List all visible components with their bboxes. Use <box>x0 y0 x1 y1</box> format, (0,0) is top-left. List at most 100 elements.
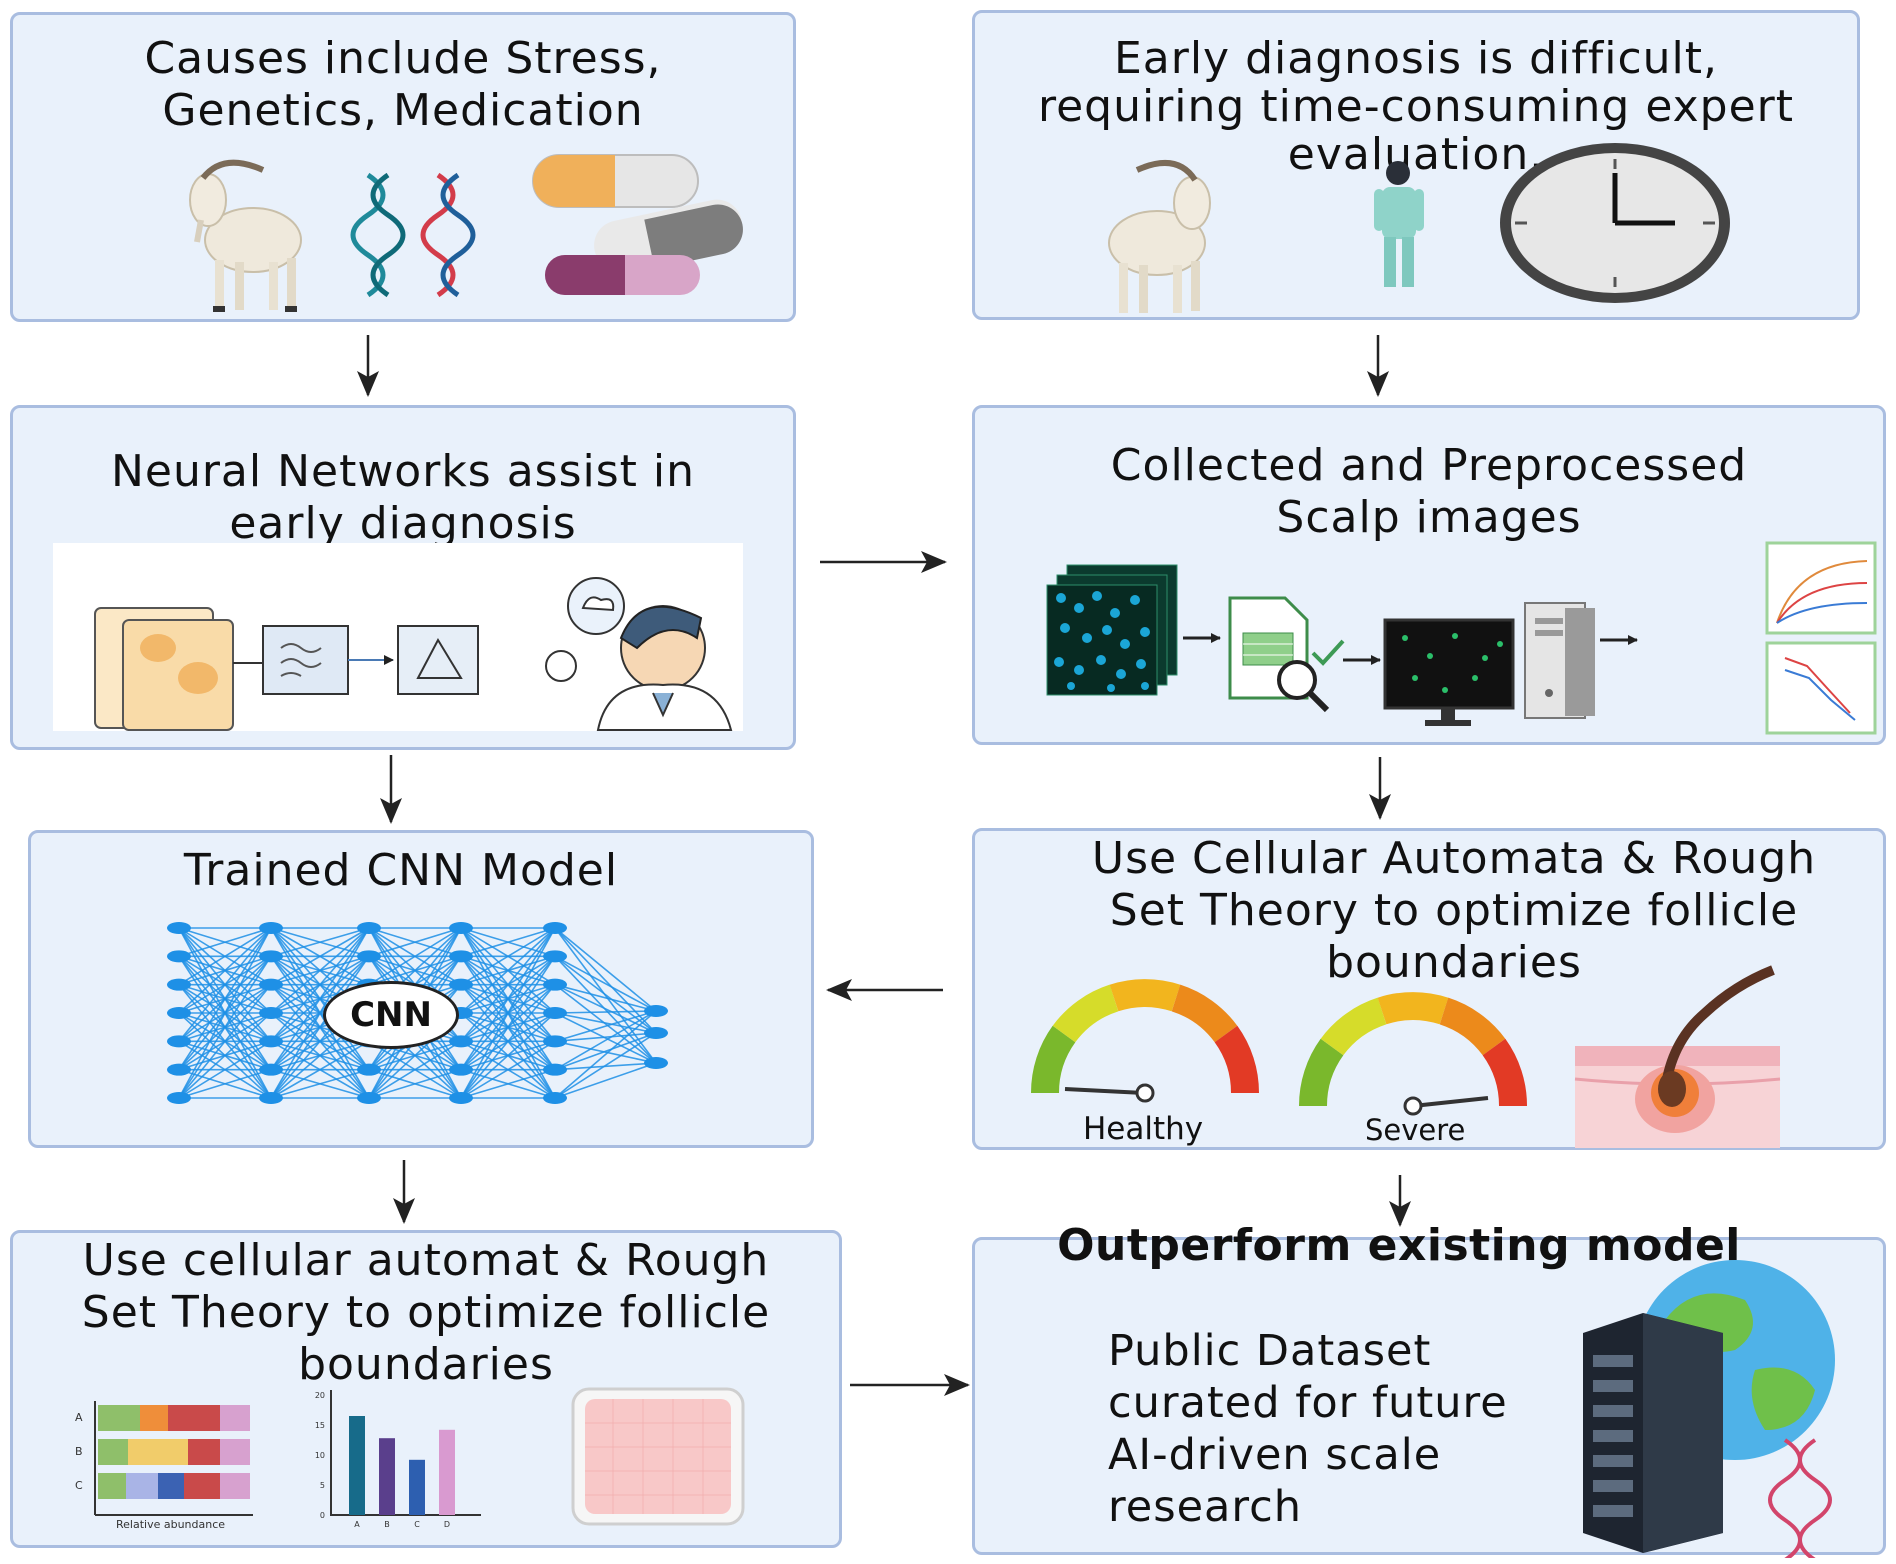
cellular-automata-box: Use Cellular Automata & Rough Set Theory… <box>972 828 1886 1150</box>
cnn-node <box>449 1092 473 1104</box>
outperform-box: Outperform existing model Public Dataset… <box>972 1220 1886 1558</box>
cnn-connection <box>178 927 272 1042</box>
cnn-connection <box>270 1040 370 1099</box>
cnn-label: CNN <box>323 981 459 1049</box>
cnn-node <box>543 1007 567 1019</box>
cellular-automata-title: Use Cellular Automata & Rough Set Theory… <box>1091 833 1817 988</box>
stacked-abundance-chart <box>94 1401 253 1516</box>
cnn-connection <box>178 1040 272 1099</box>
dataset-line-4: research <box>1108 1482 1303 1532</box>
bar-chart-ytick: 5 <box>320 1481 325 1490</box>
petri-dish-icon <box>571 1387 745 1526</box>
cnn-connection <box>554 955 657 1034</box>
goat-icon <box>189 159 302 312</box>
dataset-illustration <box>1583 1260 1835 1558</box>
cnn-connection <box>460 955 556 1099</box>
bar-chart-ytick: 0 <box>320 1511 325 1520</box>
cnn-connection <box>460 927 556 1071</box>
causes-title: Causes include Stress, Genetics, Medicat… <box>144 33 662 136</box>
cnn-connection <box>554 1032 657 1043</box>
cnn-connection <box>270 1068 370 1099</box>
cnn-node <box>543 950 567 963</box>
cnn-node <box>167 978 191 991</box>
pill-icon <box>532 154 743 295</box>
stacked-row-c <box>98 1473 250 1499</box>
dataset-line-2: curated for future <box>1108 1378 1508 1428</box>
bar-chart-ytick: 15 <box>315 1421 325 1430</box>
outperform-title: Outperform existing model <box>1057 1220 1741 1271</box>
cnn-connection <box>178 1012 272 1099</box>
bar-a <box>349 1416 365 1515</box>
cnn-connection <box>554 927 657 1012</box>
cnn-connection <box>368 927 462 958</box>
monitor-icon <box>1383 618 1515 726</box>
diagnosis-difficulty-box: Early diagnosis is difficult, requiring … <box>972 10 1860 320</box>
cnn-node <box>357 1092 381 1104</box>
cnn-node <box>449 950 473 963</box>
dna-icon <box>350 172 476 298</box>
cnn-node <box>644 1057 668 1069</box>
hair-follicle-icon <box>1574 965 1781 1148</box>
cnn-connection <box>460 1040 556 1099</box>
cnn-node <box>543 922 567 934</box>
cnn-connection <box>178 927 272 1099</box>
cnn-connection <box>460 927 556 1042</box>
cnn-connection <box>554 983 657 1012</box>
cnn-node <box>449 1035 473 1048</box>
healthy-gauge-icon <box>1030 979 1260 1103</box>
bar-label-b: B <box>384 1520 390 1529</box>
bar-d <box>439 1429 455 1515</box>
cnn-connection <box>554 927 657 1034</box>
preprocessing-pipeline <box>1046 541 1877 735</box>
cnn-node <box>357 1063 381 1076</box>
cnn-connection <box>554 1032 657 1099</box>
scalp-image-stack-icon <box>1046 564 1178 696</box>
cnn-node <box>357 922 381 934</box>
cnn-connection <box>270 955 370 1099</box>
cnn-connection <box>270 927 370 958</box>
cnn-node <box>167 1035 191 1048</box>
cnn-connection <box>460 927 556 986</box>
scalp-image-icon <box>94 607 234 731</box>
cnn-connection <box>178 955 272 1099</box>
processing-icon <box>262 625 349 695</box>
cnn-node <box>543 1063 567 1076</box>
cnn-connection <box>554 1010 657 1043</box>
cnn-node <box>167 1007 191 1019</box>
diagnosis-difficulty-title: Early diagnosis is difficult, requiring … <box>1037 33 1794 180</box>
cnn-node <box>449 1063 473 1076</box>
cnn-connection <box>554 1010 657 1099</box>
healthy-label: Healthy <box>1083 1111 1204 1147</box>
cnn-node <box>644 1027 668 1039</box>
cnn-connection <box>270 927 370 986</box>
bar-label-d: D <box>444 1520 450 1529</box>
bar-chart-axes <box>330 1390 481 1516</box>
cnn-node <box>449 978 473 991</box>
bar-chart-ytick: 20 <box>315 1391 325 1400</box>
causes-illustration <box>189 154 743 312</box>
severity-gauges <box>1030 965 1781 1148</box>
doctor-icon <box>1374 161 1424 287</box>
server-icon <box>1583 1313 1723 1553</box>
cnn-connection <box>554 1012 657 1064</box>
cnn-connection <box>554 1010 657 1071</box>
cnn-connection <box>460 927 556 1014</box>
collected-images-title: Collected and Preprocessed Scalp images <box>1110 440 1748 543</box>
cnn-connection <box>270 927 370 1042</box>
bar-chart-ytick: 10 <box>315 1451 325 1460</box>
cnn-connection <box>554 1032 657 1071</box>
cnn-connection <box>178 984 272 1099</box>
cnn-node <box>644 1005 668 1017</box>
cnn-node <box>259 1007 283 1019</box>
cnn-connection <box>178 1068 272 1099</box>
stacked-row-a <box>98 1405 250 1431</box>
dna-icon <box>1768 1438 1832 1558</box>
causes-box: Causes include Stress, Genetics, Medicat… <box>10 12 796 322</box>
collected-images-box: Collected and Preprocessed Scalp images <box>972 405 1886 745</box>
dataset-line-3: AI-driven scale <box>1108 1430 1442 1480</box>
cnn-connection <box>460 1068 556 1099</box>
cnn-node <box>167 1063 191 1076</box>
